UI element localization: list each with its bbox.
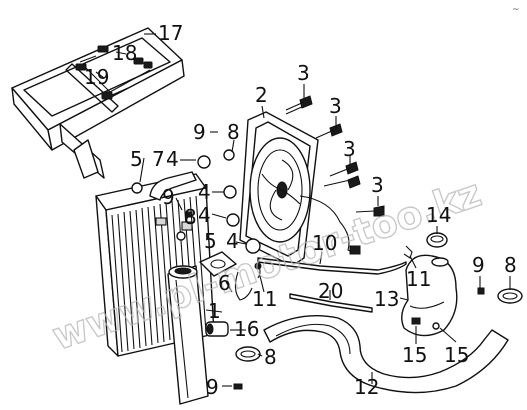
thermostat-housing-part [199, 251, 262, 301]
callout-8: 8 [264, 345, 277, 369]
callout-15: 15 [444, 343, 469, 367]
callout-11: 11 [252, 287, 277, 311]
callout-4: 4 [198, 180, 211, 204]
callout-11: 11 [406, 267, 431, 291]
callout-3: 3 [343, 137, 356, 161]
callout-3: 3 [297, 61, 310, 85]
reservoir-cap-part [426, 232, 448, 248]
frame-bracket-part [11, 27, 185, 179]
long-cables-part [257, 257, 407, 313]
drain-fitting-part [205, 321, 229, 337]
callout-9: 9 [472, 253, 485, 277]
hose-clamps [235, 288, 523, 362]
callout-5: 5 [204, 229, 217, 253]
callout-17: 17 [158, 21, 183, 45]
callout-8: 8 [227, 120, 240, 144]
leader-lines [95, 33, 511, 387]
callout-1: 1 [208, 299, 221, 323]
callout-5: 5 [130, 147, 143, 171]
callout-6: 6 [218, 271, 231, 295]
corner-mark: ~ [512, 5, 520, 15]
callout-19: 19 [84, 65, 109, 89]
callout-2: 2 [255, 83, 268, 107]
callout-4: 4 [198, 203, 211, 227]
callout-18: 18 [112, 41, 137, 65]
callout-8: 8 [184, 205, 197, 229]
small-pins [185, 211, 485, 390]
callout-13: 13 [374, 287, 399, 311]
callout-9: 9 [206, 375, 219, 399]
coolant-reservoir-part [401, 254, 458, 337]
callout-4: 4 [166, 147, 179, 171]
callout-10: 10 [312, 231, 337, 255]
fan-shroud-part [239, 111, 361, 267]
lower-hose-part [263, 315, 509, 394]
shroud-bolts [285, 95, 385, 217]
hose-clips [257, 245, 413, 279]
callout-9: 9 [162, 185, 175, 209]
callout-3: 3 [371, 173, 384, 197]
callout-labels: 17 18 19 2 3 3 3 3 9 8 5 7 4 4 9 8 4 5 4… [84, 21, 517, 399]
callout-8: 8 [504, 253, 517, 277]
callout-15: 15 [402, 343, 427, 367]
small-fittings [131, 149, 261, 254]
callout-14: 14 [426, 203, 451, 227]
callout-12: 12 [354, 375, 379, 399]
callout-16: 16 [234, 317, 259, 341]
frame-bolts [75, 45, 153, 100]
callout-7: 7 [152, 147, 165, 171]
callout-4: 4 [226, 229, 239, 253]
short-hose-part [149, 171, 197, 201]
callout-20: 20 [318, 279, 343, 303]
callout-3: 3 [329, 94, 342, 118]
callout-9: 9 [193, 120, 206, 144]
